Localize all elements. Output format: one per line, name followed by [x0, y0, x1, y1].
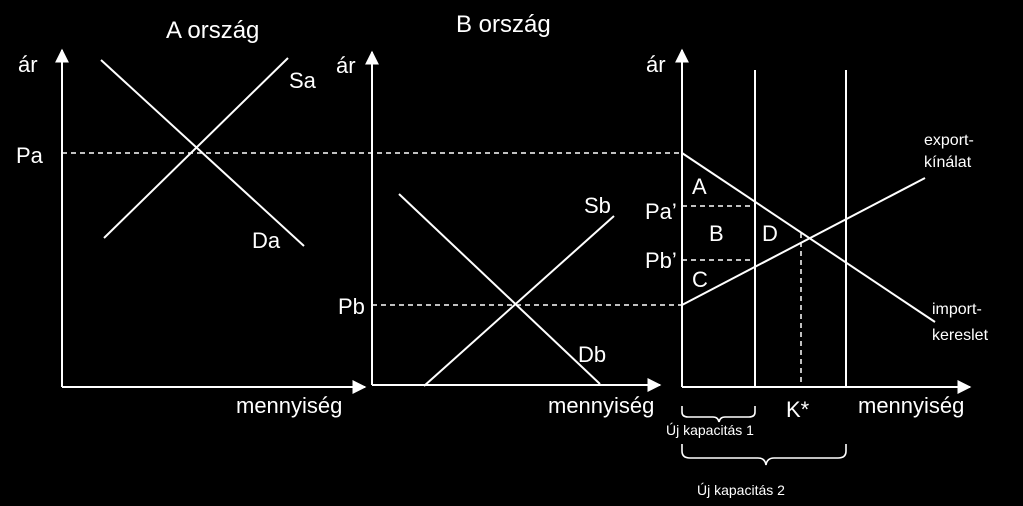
price-label-pb: Pb [338, 294, 365, 319]
panel-c-x-label: mennyiség [858, 393, 964, 418]
area-label-b: B [709, 221, 724, 246]
import-demand-curve [681, 152, 936, 323]
panel-a-y-label: ár [18, 52, 38, 77]
export-supply-label-2: kínálat [924, 154, 972, 171]
export-supply-label-1: export- [924, 132, 974, 149]
panel-b-y-label: ár [336, 53, 356, 78]
supply-curve-b [423, 215, 615, 387]
price-label-pa-prime: Pa’ [645, 199, 677, 224]
panel-c: ár mennyiség Pa’ Pb’ A B C D K* export- … [645, 48, 989, 498]
panel-a: A ország ár mennyiség Sa Da Pa [16, 17, 367, 418]
demand-curve-a [100, 59, 305, 247]
price-label-pb-prime: Pb’ [645, 248, 677, 273]
demand-curve-b [398, 193, 601, 385]
capacity-1-brace [681, 406, 756, 423]
capacity-1-label: Új kapacitás 1 [666, 422, 754, 438]
panel-c-y-label: ár [646, 52, 666, 77]
supply-label-b: Sb [584, 193, 611, 218]
export-supply-curve [681, 177, 926, 306]
capacity-2-brace [681, 444, 847, 466]
area-label-d: D [762, 221, 778, 246]
price-label-pa: Pa [16, 143, 44, 168]
panel-b: B ország ár mennyiség Sb Db Pb [336, 11, 662, 418]
demand-label-a: Da [252, 228, 281, 253]
panel-a-x-label: mennyiség [236, 393, 342, 418]
area-label-a: A [692, 174, 707, 199]
supply-label-a: Sa [289, 68, 317, 93]
k-star-label: K* [786, 397, 810, 422]
area-label-c: C [692, 267, 708, 292]
demand-label-b: Db [578, 342, 606, 367]
import-demand-label-1: import- [932, 301, 982, 318]
panel-a-title: A ország [166, 17, 259, 44]
import-demand-label-2: kereslet [932, 327, 989, 344]
capacity-2-label: Új kapacitás 2 [697, 482, 785, 498]
panel-b-title: B ország [456, 11, 551, 38]
panel-b-x-label: mennyiség [548, 393, 654, 418]
